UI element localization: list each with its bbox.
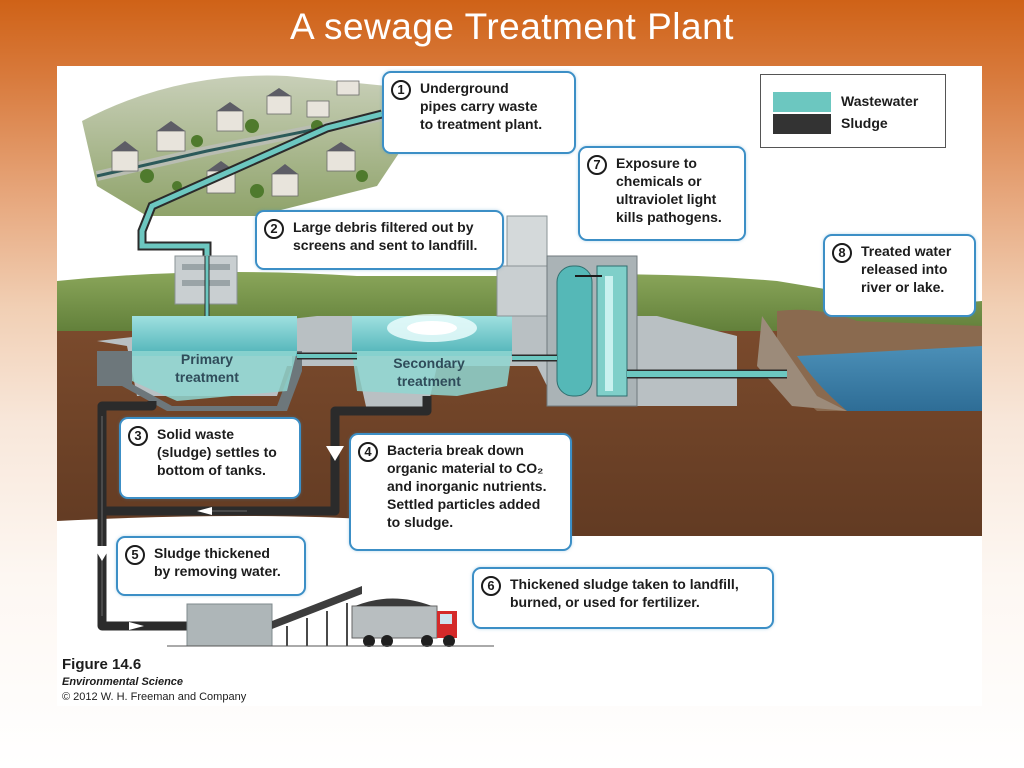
step-2-number: 2: [264, 219, 284, 239]
sewage-treatment-figure: Wastewater Sludge Primary treatment Seco…: [57, 66, 982, 706]
legend: Wastewater Sludge: [760, 74, 946, 148]
step-6-text: Thickened sludge taken to landfill, burn…: [510, 576, 739, 610]
figure-caption: Figure 14.6 Environmental Science © 2012…: [62, 656, 246, 703]
step-4-number: 4: [358, 442, 378, 462]
legend-wastewater-label: Wastewater: [841, 93, 919, 109]
figure-number: Figure 14.6: [62, 656, 142, 673]
sludge-swatch: [773, 114, 831, 134]
legend-sludge-label: Sludge: [841, 115, 888, 131]
step-2-callout: 2 Large debris filtered out by screens a…: [255, 210, 504, 270]
slide-title: A sewage Treatment Plant: [290, 6, 734, 47]
step-7-callout: 7 Exposure to chemicals or ultraviolet l…: [578, 146, 746, 241]
step-6-callout: 6 Thickened sludge taken to landfill, bu…: [472, 567, 774, 629]
step-6-number: 6: [481, 576, 501, 596]
step-1-callout: 1 Underground pipes carry waste to treat…: [382, 71, 576, 154]
step-4-callout: 4 Bacteria break down organic material t…: [349, 433, 572, 551]
secondary-treatment-label: Secondary treatment: [393, 355, 465, 389]
step-5-text: Sludge thickened by removing water.: [154, 545, 281, 579]
step-1-number: 1: [391, 80, 411, 100]
copyright-notice: © 2012 W. H. Freeman and Company: [62, 691, 247, 703]
step-5-number: 5: [125, 545, 145, 565]
step-4-text: Bacteria break down organic material to …: [387, 442, 547, 530]
step-1-text: Underground pipes carry waste to treatme…: [420, 80, 543, 132]
step-3-number: 3: [128, 426, 148, 446]
step-8-callout: 8 Treated water released into river or l…: [823, 234, 976, 317]
wastewater-swatch: [773, 92, 831, 112]
step-8-text: Treated water released into river or lak…: [861, 243, 952, 295]
step-3-text: Solid waste (sludge) settles to bottom o…: [157, 426, 277, 478]
book-title: Environmental Science: [62, 676, 184, 688]
step-2-text: Large debris filtered out by screens and…: [293, 219, 478, 253]
step-5-callout: 5 Sludge thickened by removing water.: [116, 536, 306, 596]
step-7-number: 7: [587, 155, 607, 175]
step-3-callout: 3 Solid waste (sludge) settles to bottom…: [119, 417, 301, 499]
dump-truck: [351, 598, 457, 647]
step-7-text: Exposure to chemicals or ultraviolet lig…: [616, 155, 722, 225]
primary-treatment-label: Primary treatment: [175, 351, 239, 385]
step-8-number: 8: [832, 243, 852, 263]
neighborhood: [82, 75, 417, 216]
